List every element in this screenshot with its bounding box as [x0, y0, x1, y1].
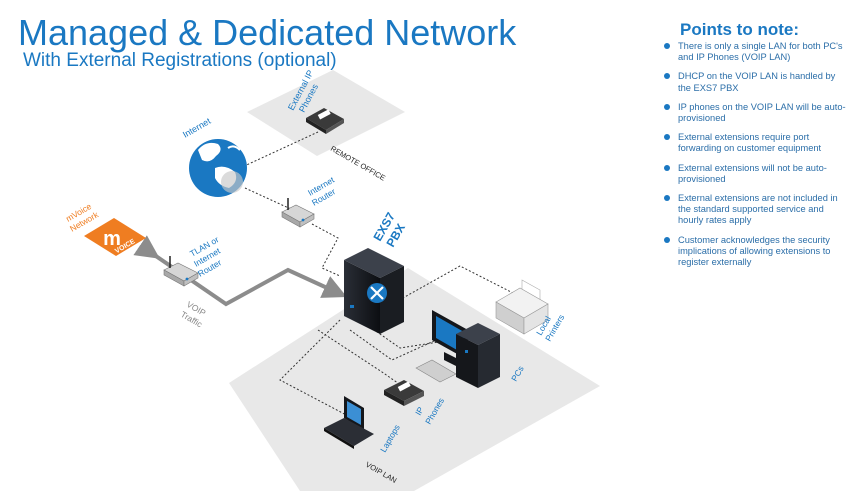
external-phone-icon: [306, 108, 344, 134]
note-text: There is only a single LAN for both PC's…: [678, 41, 843, 63]
bullet-icon: [664, 134, 670, 141]
note-text: Customer acknowledges the security impli…: [678, 234, 831, 268]
bullet-icon: [664, 73, 670, 80]
mvoice-logo: m VOICE: [84, 218, 146, 256]
pbx-server-icon: [344, 248, 404, 334]
printer-icon: [495, 279, 549, 335]
note-text: DHCP on the VOIP LAN is handled by the E…: [678, 71, 836, 93]
note-text: IP phones on the VOIP LAN will be auto-p…: [678, 101, 846, 124]
network-diagram: m VOICE: [64, 68, 600, 491]
note-item: External extensions require port forward…: [662, 132, 848, 154]
internet-router-icon: [281, 198, 315, 228]
note-item: There is only a single LAN for both PC's…: [662, 41, 848, 63]
pc-tower-icon: [456, 323, 500, 388]
note-item: IP phones on the VOIP LAN will be auto-p…: [662, 102, 848, 124]
globe-icon: [189, 139, 247, 197]
remote-office-label: REMOTE OFFICE: [329, 144, 387, 183]
bullet-icon: [664, 195, 670, 202]
voip-lan-panel: [229, 268, 600, 491]
note-text: External extensions are not included in …: [678, 193, 838, 226]
ip-phone-icon: [384, 380, 424, 406]
note-item: DHCP on the VOIP LAN is handled by the E…: [662, 71, 848, 93]
bullet-icon: [664, 103, 670, 110]
note-text: External extensions will not be auto-pro…: [678, 162, 827, 184]
internet-label: Internet: [181, 116, 213, 140]
notes-heading: Points to note:: [680, 20, 799, 39]
svg-text:m: m: [103, 228, 121, 250]
page-subtitle: With External Registrations (optional): [23, 50, 337, 71]
bullet-icon: [664, 236, 670, 243]
notes-list: There is only a single LAN for both PC's…: [662, 41, 848, 276]
bullet-icon: [664, 164, 670, 171]
laptop-icon: [324, 396, 374, 449]
tlan-router-icon: [163, 256, 199, 287]
bullet-icon: [664, 43, 670, 49]
note-item: External extensions are not included in …: [662, 193, 848, 227]
note-text: External extensions require port forward…: [678, 132, 822, 154]
note-item: Customer acknowledges the security impli…: [662, 235, 848, 269]
note-item: External extensions will not be auto-pro…: [662, 163, 848, 185]
page-title: Managed & Dedicated Network: [18, 12, 517, 53]
